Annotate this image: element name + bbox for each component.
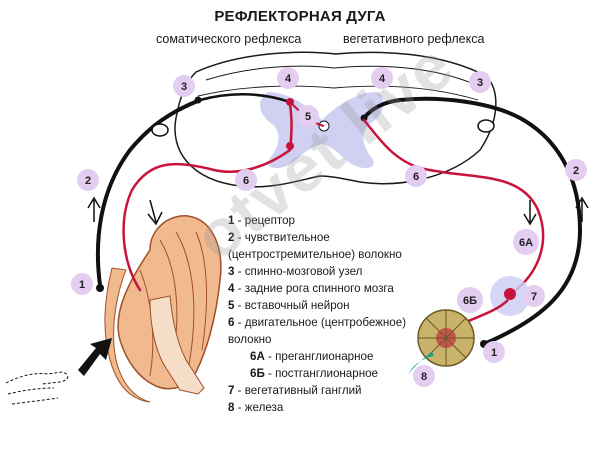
legend-number: 8 [228,401,235,414]
svg-text:4: 4 [285,73,292,85]
legend-number: 5 [228,299,235,312]
label-badge-l5: 5 [297,105,319,127]
svg-text:5: 5 [305,111,311,123]
svg-text:3: 3 [181,81,187,93]
legend-text: - рецептор [234,214,295,227]
label-badge-r2: 2 [565,159,587,181]
label-badge-r3: 3 [469,71,491,93]
legend-text: - преганглионарное [264,350,374,363]
subtitle-somatic: соматического рефлекса [156,32,302,46]
legend-number: 6Б [250,367,265,380]
hand-outline [5,371,69,405]
legend-number: 6 [228,316,235,329]
label-badge-r4: 4 [371,67,393,89]
label-badge-r6a: 6А [513,229,539,255]
svg-text:3: 3 [477,77,483,89]
label-badge-r1: 1 [483,341,505,363]
legend-text: - чувствительное (центростремительное) в… [228,231,402,261]
label-badge-r8: 8 [413,365,435,387]
label-badge-l6: 6 [235,169,257,191]
legend-number: 6А [250,350,265,363]
subtitle-autonomic: вегетативного рефлекса [343,32,485,46]
right-spinal-ganglion [477,119,495,133]
diagram-title: РЕФЛЕКТОРНАЯ ДУГА [214,8,386,25]
legend-item: 8 - железа [228,399,438,416]
legend-text: - железа [234,401,284,414]
stimulus-arrow [78,338,112,376]
svg-text:6: 6 [243,175,249,187]
svg-text:4: 4 [379,73,386,85]
legend-number: 2 [228,231,235,244]
svg-text:6: 6 [413,171,419,183]
left-flow-arrow-up [87,196,101,222]
legend-text: - спинно-мозговой узел [234,265,363,278]
spinal-cord-inner-contour-2 [197,85,479,101]
label-badge-l2: 2 [77,169,99,191]
right-flow-arrow-up [575,196,589,222]
svg-text:8: 8 [421,371,427,383]
left-sensory-fiber [95,98,202,287]
label-badge-r6: 6 [405,165,427,187]
legend-text: - двигательное (центробежное) волокно [228,316,407,346]
svg-text:1: 1 [79,279,85,291]
legend-item: 2 - чувствительное (центростремительное)… [228,229,438,263]
left-motor-fiber [122,148,292,292]
legend-item: 6 - двигательное (центробежное) волокно [228,314,438,348]
right-sensory-fiber [362,96,583,346]
legend-item: 1 - рецептор [228,212,438,229]
svg-text:2: 2 [573,165,579,177]
spinal-cord-inner-contour [205,65,475,85]
label-badge-r6b: 6Б [457,287,483,313]
legend-item: 4 - задние рога спинного мозга [228,280,438,297]
svg-text:2: 2 [85,175,91,187]
legend-item: 7 - вегетативный ганглий [228,382,438,399]
label-badge-l1: 1 [71,273,93,295]
left-spinal-ganglion [151,123,169,137]
legend-item: 5 - вставочный нейрон [228,297,438,314]
legend-text: - постганглионарное [264,367,379,380]
legend-number: 4 [228,282,235,295]
left-flow-arrow-down [147,199,163,226]
svg-text:6А: 6А [519,237,533,249]
label-badge-l4: 4 [277,67,299,89]
label-badge-l3: 3 [173,75,195,97]
forearm-bones [104,267,205,403]
legend-item: 3 - спинно-мозговой узел [228,263,438,280]
svg-text:1: 1 [491,347,497,359]
right-flow-arrow-down [523,200,537,226]
svg-text:7: 7 [531,291,537,303]
legend-text: - вегетативный ганглий [234,384,362,397]
legend-item: 6Б - постганглионарное [228,365,438,382]
gland [408,309,475,374]
right-preganglionic-fiber [362,118,545,292]
right-postganglionic-fiber [465,299,509,324]
label-badge-r7: 7 [523,285,545,307]
legend-number: 7 [228,384,235,397]
legend-text: - задние рога спинного мозга [234,282,394,295]
legend-number: 1 [228,214,235,227]
legend-number: 3 [228,265,235,278]
legend-text: - вставочный нейрон [234,299,350,312]
svg-text:6Б: 6Б [463,295,477,307]
legend-item: 6А - преганглионарное [228,348,438,365]
